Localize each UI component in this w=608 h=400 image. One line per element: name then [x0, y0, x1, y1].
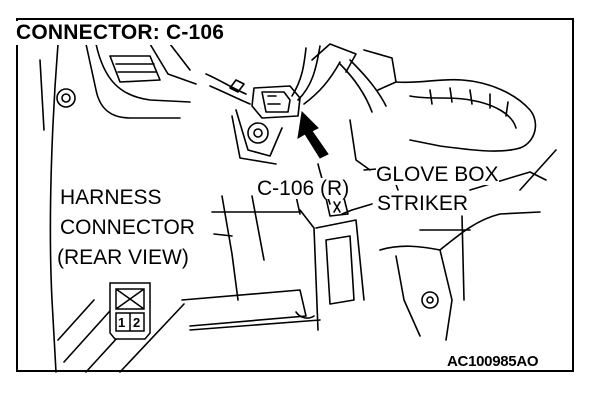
striker-label: STRIKER	[377, 192, 469, 215]
harness-label-line-3: (REAR VIEW)	[57, 246, 189, 269]
diagram-title: CONNECTOR: C-106	[14, 21, 228, 45]
connector-id-label: C-106 (R)	[257, 177, 350, 200]
glove-box-label: GLOVE BOX	[376, 163, 499, 186]
pin-2-label: 2	[133, 315, 140, 330]
harness-label-line-2: CONNECTOR	[60, 216, 195, 239]
figure-code: AC100985AO	[447, 353, 539, 370]
harness-label-line-1: HARNESS	[60, 186, 162, 209]
pin-1-label: 1	[118, 315, 125, 330]
